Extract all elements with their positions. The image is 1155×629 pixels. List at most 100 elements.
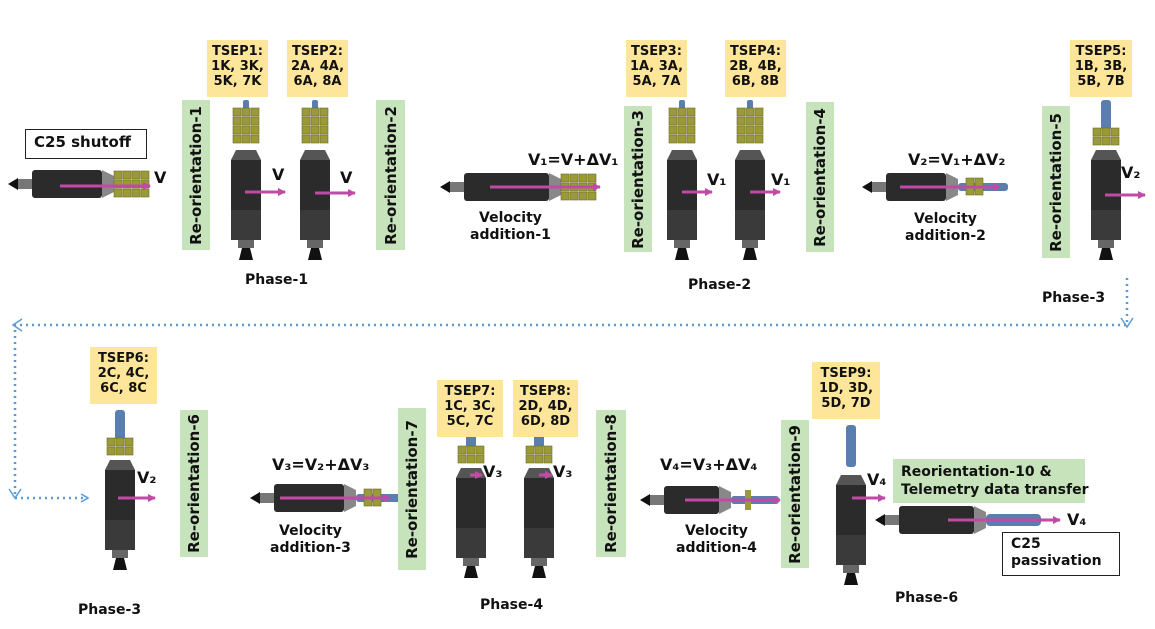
reorientation-2-label: Re-orientation-2 <box>381 105 400 245</box>
engine-nozzle-icon <box>675 248 689 260</box>
c25-passivation-box: C25 passivation <box>1002 532 1120 576</box>
engine-mount <box>18 179 32 189</box>
tsep-payload-block <box>569 173 579 183</box>
engine-mount <box>1098 240 1114 248</box>
upper-stage-nozzle <box>115 410 125 440</box>
reorientation-8: Re-orientation-8 <box>596 410 626 557</box>
vertical-rocket-stage <box>524 418 554 578</box>
tsep-payload-block <box>578 191 588 201</box>
tsep-payload-block <box>534 445 544 455</box>
velocity-label: V₄ <box>867 470 887 489</box>
velocity-addition-2-label: Velocity addition-2 <box>905 211 986 244</box>
tsep-payload-block <box>241 125 251 135</box>
stage-dome <box>836 475 866 485</box>
stage-dome <box>102 170 114 198</box>
tsep-payload-block <box>560 173 570 183</box>
tsep1-box: TSEP1: 1K, 3K, 5K, 7K <box>207 40 268 97</box>
stage-body <box>32 170 102 198</box>
stage-aft-section <box>524 528 554 558</box>
engine-mount <box>872 182 886 192</box>
reorientation-2: Re-orientation-2 <box>376 100 405 250</box>
tsep-payload-block <box>457 445 467 455</box>
engine-mount <box>463 558 479 566</box>
tsep-payload-block <box>122 170 132 180</box>
tsep-payload-block <box>974 177 984 187</box>
phase-1-label: Phase-1 <box>245 272 309 288</box>
vertical-rocket-stage <box>667 100 697 260</box>
phase-flow-connector <box>13 278 1129 503</box>
reorientation-1: Re-orientation-1 <box>182 100 210 250</box>
tsep-payload-block <box>560 191 570 201</box>
tsep-payload-block <box>113 170 123 180</box>
reorientation-3-label: Re-orientation-3 <box>629 109 647 249</box>
tsep-payload-block <box>745 107 755 117</box>
horizontal-rocket-stage <box>8 170 150 198</box>
engine-nozzle-icon <box>640 494 650 506</box>
tsep-payload-block <box>668 116 678 126</box>
reorientation-1-label: Re-orientation-1 <box>187 105 205 245</box>
tsep-payload-block <box>677 107 687 117</box>
tsep5-box: TSEP5: 1B, 3B, 5B, 7B <box>1070 40 1132 97</box>
tsep-payload-block <box>686 116 696 126</box>
velocity-label: V₂ <box>137 468 157 487</box>
stage-dome <box>231 150 261 160</box>
phase-3-label: Phase-3 <box>1042 290 1106 306</box>
tsep-payload-block <box>232 134 242 144</box>
engine-mount <box>531 558 547 566</box>
tsep-payload-block <box>232 125 242 135</box>
tsep-payload-block <box>736 125 746 135</box>
engine-mount <box>742 240 758 248</box>
engine-nozzle-icon <box>239 248 253 260</box>
equation-2: V₂=V₁+ΔV₂ <box>908 150 1006 169</box>
vertical-rocket-stage <box>735 100 765 260</box>
reorientation-7: Re-orientation-7 <box>398 408 426 570</box>
equation-1: V₁=V+ΔV₁ <box>528 150 619 169</box>
tsep-payload-block <box>965 177 975 187</box>
velocity-label: V₃ <box>483 462 503 481</box>
tsep-payload-block <box>745 125 755 135</box>
tsep-payload-block <box>686 134 696 144</box>
velocity-label: V <box>340 168 353 187</box>
engine-nozzle-icon <box>844 573 858 585</box>
tsep-payload-block <box>569 191 579 201</box>
tsep-payload-block <box>668 125 678 135</box>
tsep-payload-block <box>754 107 764 117</box>
stage-aft-section <box>105 520 135 550</box>
tsep-payload-block <box>754 134 764 144</box>
engine-mount <box>450 182 464 192</box>
tsep-payload-block <box>301 107 311 117</box>
tsep-payload-block <box>525 454 535 464</box>
reorientation-6-label: Re-orientation-6 <box>185 414 203 553</box>
tsep-payload-block <box>587 191 597 201</box>
engine-mount <box>674 240 690 248</box>
stage-dome <box>300 150 330 160</box>
stage-aft-section <box>667 210 697 240</box>
tsep-payload-block <box>668 107 678 117</box>
tsep-payload-block <box>232 107 242 117</box>
tsep-payload-block <box>578 173 588 183</box>
tsep-payload-block <box>1110 136 1120 146</box>
tsep-payload-block <box>310 116 320 126</box>
reorientation-5: Re-orientation-5 <box>1042 106 1070 258</box>
engine-nozzle-icon <box>440 181 450 193</box>
tsep-payload-block <box>319 134 329 144</box>
tsep-payload-block <box>319 125 329 135</box>
tsep-payload-block <box>543 445 553 455</box>
engine-nozzle-icon <box>743 248 757 260</box>
vertical-rocket-stage <box>105 410 135 570</box>
tsep3-box: TSEP3: 1A, 3A, 5A, 7A <box>626 40 687 97</box>
tsep7-box: TSEP7: 1C, 3C, 5C, 7C <box>437 380 503 437</box>
nozzle-tip-icon <box>747 100 753 110</box>
stage-dome <box>735 150 765 160</box>
tsep-payload-block <box>466 454 476 464</box>
tsep-payload-block <box>319 116 329 126</box>
tsep-payload-block <box>754 125 764 135</box>
tsep-payload-block <box>250 134 260 144</box>
tsep-payload-block <box>686 107 696 117</box>
tsep-payload-block <box>310 107 320 117</box>
tsep-payload-block <box>122 179 132 189</box>
tsep-payload-block <box>301 134 311 144</box>
tsep-payload-block <box>124 446 134 456</box>
stage-aft-section <box>1091 210 1121 240</box>
tsep-payload-block <box>745 134 755 144</box>
